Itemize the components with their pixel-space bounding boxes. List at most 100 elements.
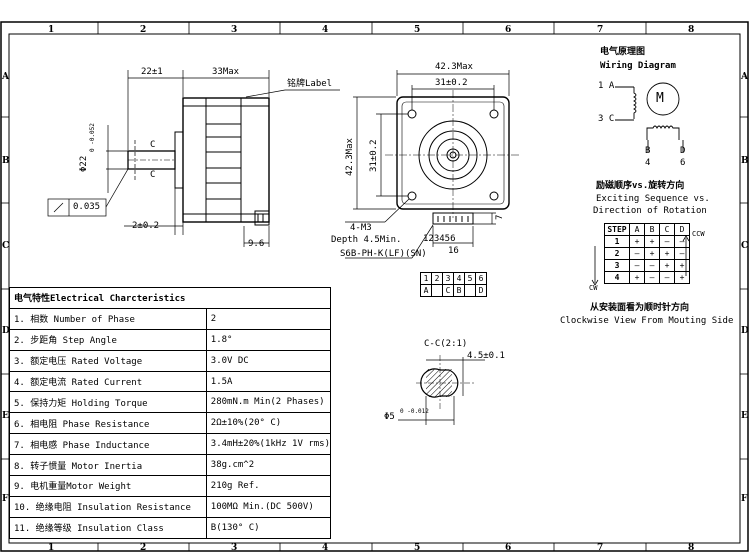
section-cc [398,355,485,425]
step-header: A [629,223,645,236]
zone-letter-d-r: D [741,326,749,336]
dim-hole-spacing-v: 31±0.2 [369,139,379,172]
pin-phase: C [442,284,454,297]
section-dim-dia-tol: 0 -0.012 [400,408,429,415]
screw-depth: Depth 4.5Min. [331,235,402,245]
step-cell: — [659,235,675,248]
wire-label-1a: 1 A [598,81,615,91]
step-header: B [644,223,660,236]
table-row: 7. 相电感 Phase Inductance 3.4mH±20%(1kHz 1… [9,433,332,456]
section-title: C-C(2:1) [424,339,468,349]
step-cell: + [659,259,675,272]
pin-num: 6 [475,272,487,285]
dim-shaft-diameter: Φ22 [79,155,89,172]
zone-num-6b: 6 [505,543,512,553]
dim-hole-spacing: 31±0.2 [435,78,468,88]
step-cell: — [644,259,660,272]
zone-num-8: 8 [688,25,695,35]
zone-num-1: 1 [48,25,55,35]
step-cell: + [674,271,690,284]
spec-label: 7. 相电感 Phase Inductance [9,433,207,456]
step-header: STEP [604,223,630,236]
spec-label: 9. 电机重量Motor Weight [9,475,207,497]
zone-num-4b: 4 [322,543,329,553]
rotation-cw: CW [589,284,598,292]
step-cell: — [674,235,690,248]
step-header: C [659,223,675,236]
spec-value: 2 [205,307,332,330]
dim-shaft-length: 22±1 [141,67,163,77]
table-row: 6. 相电阻 Phase Resistance 2Ω±10%(20° C) [9,412,332,435]
spec-label: 5. 保持力矩 Holding Torque [9,391,207,414]
spec-value: 280mN.m Min(2 Phases) [205,391,332,414]
step-cell: + [659,247,675,260]
spec-label: 8. 转子惯量 Motor Inertia [9,454,207,477]
spec-value: 1.5A [205,370,332,393]
table-row: 11. 绝缘等级 Insulation Class B(130° C) [9,516,332,539]
dim-outer-width: 42.3Max [435,62,473,72]
step-cell: — [629,247,645,260]
step-cell: — [629,259,645,272]
dim-connector-width: 16 [448,246,459,256]
table-row: 2. 步距角 Step Angle 1.8° [9,328,332,351]
spec-value: 210g Ref. [205,475,332,497]
dim-body-length: 33Max [212,67,240,77]
sequence-title-en1: Exciting Sequence vs. [596,194,710,204]
pin-phase: B [453,284,465,297]
zone-letter-b: B [2,156,10,166]
nameplate-label: 铭牌Label [287,79,333,89]
step-header: D [674,223,690,236]
zone-num-1b: 1 [48,543,55,553]
zone-letter-e-r: E [741,411,748,421]
pin-num: 2 [431,272,443,285]
wire-label-4: 4 [645,158,651,168]
step-cell: + [644,235,660,248]
step-table: STEP A B C D 1 + + — — 2 — + + — 3 — — +… [604,223,690,284]
zone-num-4: 4 [322,25,329,35]
dim-seven: 7 [495,214,505,220]
step-cell: 3 [604,259,630,272]
step-cell: 1 [604,235,630,248]
step-cell: + [644,247,660,260]
sequence-title-cn: 励磁顺序vs.旋转方向 [596,181,685,191]
spec-value: 1.8° [205,328,332,351]
connector-part: S6B-PH-K(LF)(SN) [340,249,427,259]
wire-label-6: 6 [680,158,686,168]
spec-label: 4. 额定电流 Rated Current [9,370,207,393]
pin-phase: D [475,284,487,297]
spec-label: 11. 绝缘等级 Insulation Class [9,516,207,539]
wiring-title-cn: 电气原理图 [600,47,646,57]
flatness-value: 0.035 [73,202,101,212]
front-view-dimensions [345,70,510,259]
dim-flange: 2±0.2 [132,221,160,231]
section-mark-c-top: C [150,140,156,150]
pin-table: 1 2 3 4 5 6 A C B D [420,272,487,297]
sequence-title-en2: Direction of Rotation [593,206,707,216]
view-direction-cn: 从安装面看为顺时针方向 [590,303,690,313]
step-cell: + [629,235,645,248]
table-row: 8. 转子惯量 Motor Inertia 38g.cm^2 [9,454,332,477]
step-cell: — [644,271,660,284]
zone-letter-b-r: B [741,156,749,166]
section-mark-c-bottom: C [150,170,156,180]
zone-num-8b: 8 [688,543,695,553]
front-view-motor [385,90,521,225]
wiring-diagram [615,82,684,152]
pin-num: 4 [453,272,465,285]
wire-label-b: B [645,146,651,156]
spec-label: 6. 相电阻 Phase Resistance [9,412,207,435]
outer-frame [0,21,749,552]
pin-phase: A [420,284,432,297]
wire-label-3c: 3 C [598,114,615,124]
spec-label: 2. 步距角 Step Angle [9,328,207,351]
step-cell: — [674,247,690,260]
electrical-table-title: 电气特性Electrical Charcteristics [9,287,331,309]
zone-letter-f: F [2,494,9,504]
zone-letter-d: D [2,326,10,336]
rotation-ccw: CCW [692,230,705,238]
spec-label: 3. 额定电压 Rated Voltage [9,349,207,372]
screw-spec: 4-M3 [350,223,372,233]
step-cell: — [659,271,675,284]
zone-letter-f-r: F [741,494,748,504]
zone-num-2b: 2 [140,543,147,553]
